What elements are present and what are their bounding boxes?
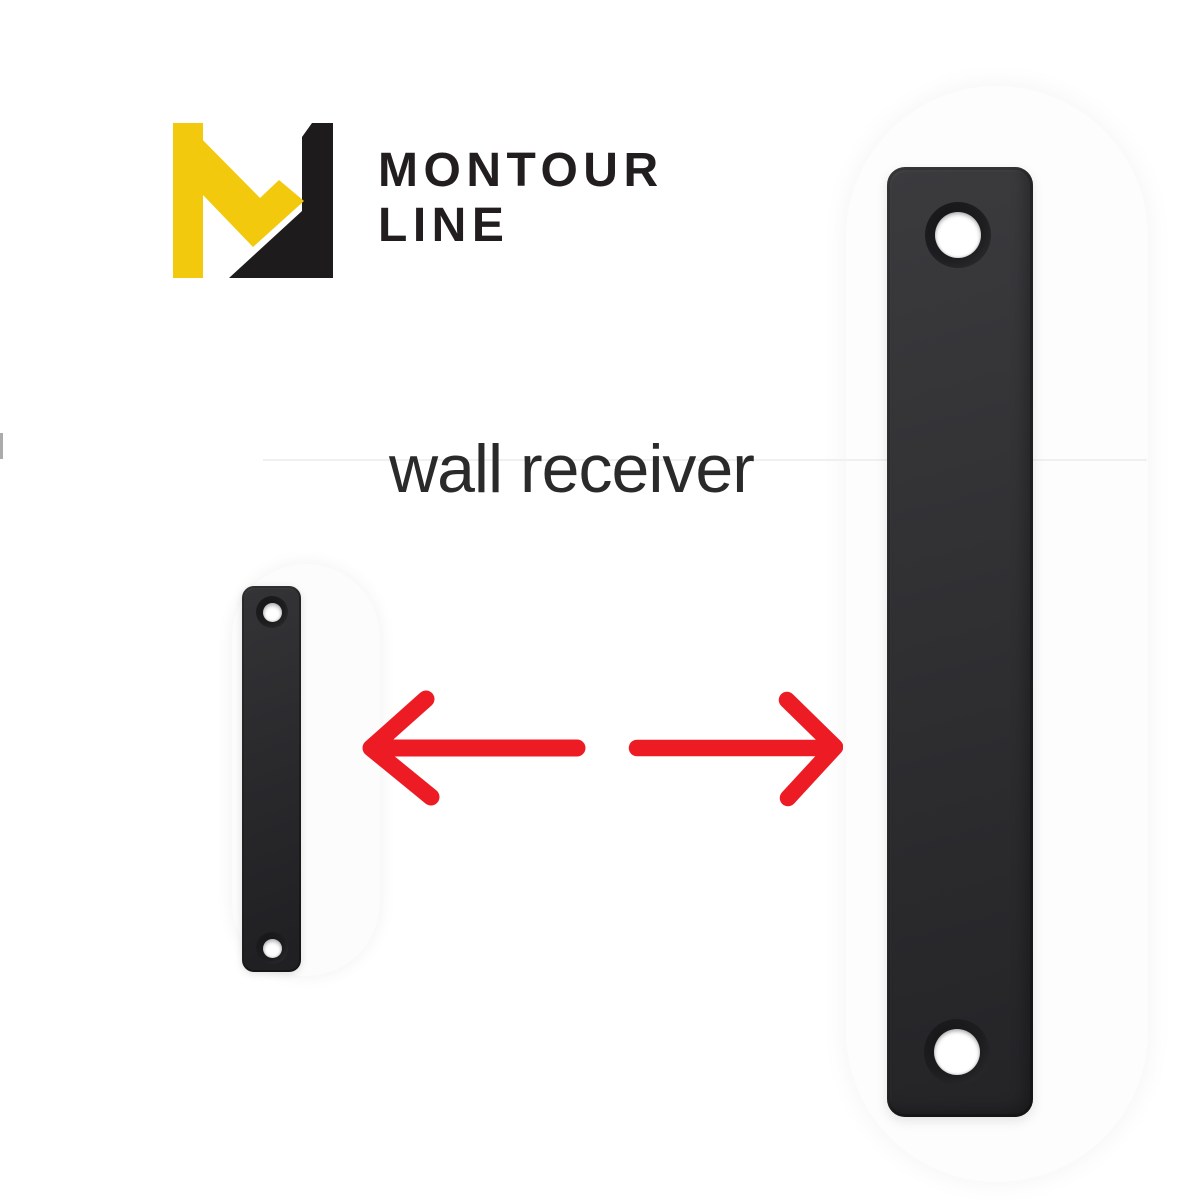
brand-wordmark-line2: LINE	[378, 199, 510, 252]
small-receiver-top-screw-hole	[256, 596, 288, 628]
monogram-black-shape	[229, 123, 333, 278]
screw-hole-bore	[262, 602, 282, 622]
large-wall-receiver-photo	[887, 167, 1033, 1117]
caption-text: wall receiver	[389, 431, 755, 507]
screw-hole-bore	[935, 212, 981, 258]
screw-hole-bore	[262, 938, 282, 958]
brand-logo	[173, 123, 333, 278]
small-receiver-bottom-screw-hole	[256, 932, 288, 964]
screw-hole-bore	[934, 1029, 980, 1075]
montour-line-monogram-icon	[173, 123, 333, 278]
left-edge-artifact	[0, 433, 3, 459]
left-arrow-icon	[362, 690, 586, 806]
large-receiver-bottom-screw-hole	[924, 1019, 990, 1085]
right-arrow-icon	[628, 691, 843, 807]
brand-wordmark: MONTOUR LINE	[378, 143, 664, 253]
monogram-yellow-chevron	[186, 123, 304, 247]
small-wall-receiver-photo	[242, 586, 301, 972]
large-receiver-top-screw-hole	[925, 202, 991, 268]
brand-wordmark-line1: MONTOUR	[378, 144, 664, 197]
faint-horizontal-line	[263, 459, 1147, 461]
monogram-yellow-bar	[173, 123, 203, 278]
